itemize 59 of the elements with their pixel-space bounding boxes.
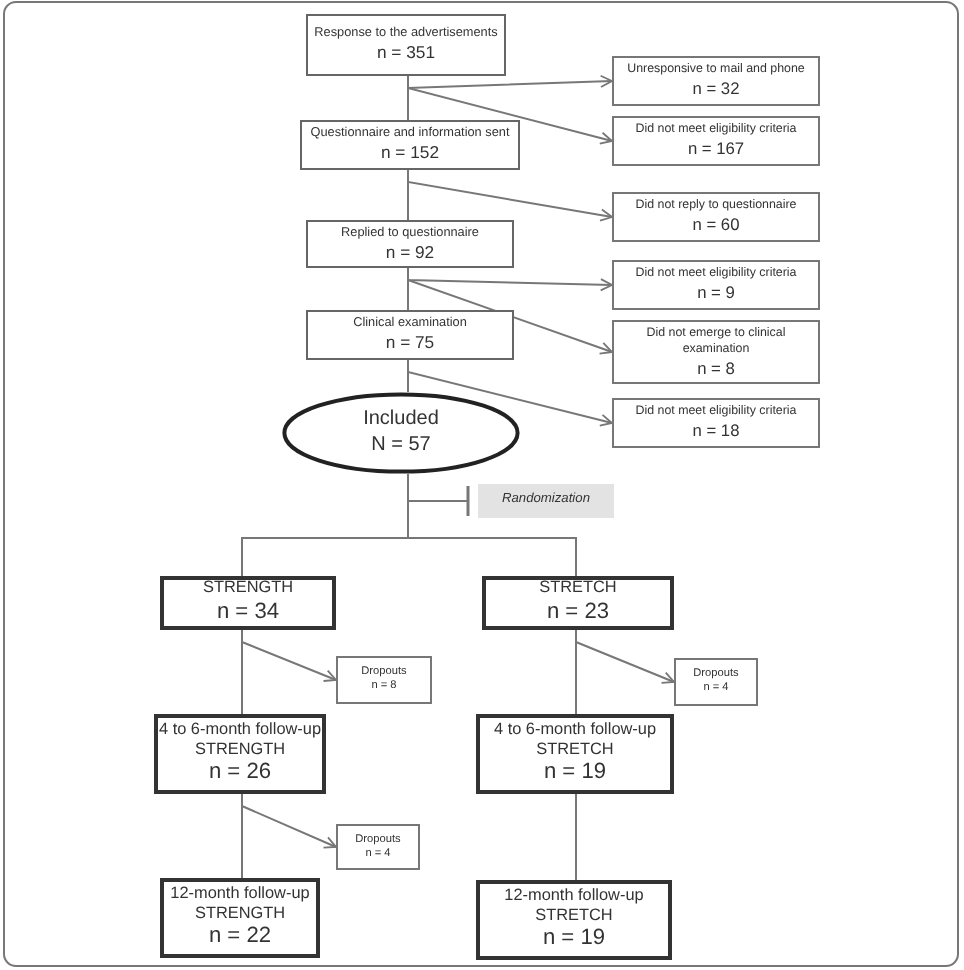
connector-line xyxy=(407,473,577,577)
oval-node xyxy=(282,392,520,474)
process-box xyxy=(306,310,514,360)
exclusion-box xyxy=(612,116,820,166)
arrow xyxy=(407,74,613,90)
randomization-box xyxy=(478,484,614,518)
count-text: n = 26 xyxy=(208,760,272,789)
dropout-box xyxy=(336,824,420,870)
connector-line xyxy=(407,75,409,121)
count-text: n = 18 xyxy=(692,420,740,442)
connector-line xyxy=(407,169,409,221)
group-box xyxy=(482,576,674,630)
count-text: n = 22 xyxy=(208,924,272,953)
count-text: n = 19 xyxy=(543,760,607,789)
process-box xyxy=(306,220,514,268)
count-text: n = 75 xyxy=(385,332,435,354)
count-text: n = 32 xyxy=(692,78,740,100)
group-box xyxy=(160,576,336,630)
box-title: 12-month follow-up xyxy=(504,885,644,907)
dropout-box xyxy=(336,656,432,704)
process-box xyxy=(300,120,520,170)
connector-line xyxy=(241,629,243,715)
count-text: n = 34 xyxy=(216,599,280,628)
box-title: STRENGTH xyxy=(194,904,286,925)
connector-line xyxy=(575,629,577,715)
exclusion-box xyxy=(612,192,820,242)
connector-line xyxy=(407,359,409,393)
exclusion-box xyxy=(612,320,820,384)
exclusion-box xyxy=(612,56,820,106)
connector-line xyxy=(575,793,577,881)
count-text: n = 351 xyxy=(376,42,436,64)
box-title: 4 to 6-month follow-up xyxy=(158,719,321,741)
group-box xyxy=(160,878,320,958)
count-text: n = 9 xyxy=(697,282,735,304)
box-title: STRENGTH xyxy=(194,740,286,761)
count-text: n = 19 xyxy=(542,926,606,955)
process-box xyxy=(306,14,506,76)
group-box xyxy=(476,880,672,960)
count-text: n = 167 xyxy=(687,138,745,160)
count-text: n = 23 xyxy=(546,599,610,628)
exclusion-box xyxy=(612,398,820,448)
group-box xyxy=(476,714,674,794)
box-title: Included xyxy=(363,408,439,433)
box-title: STRETCH xyxy=(539,578,617,600)
group-box xyxy=(154,714,326,794)
count-text: n = 60 xyxy=(692,214,740,236)
connector-line xyxy=(241,793,243,879)
box-title: STRETCH xyxy=(535,906,613,927)
box-title: 4 to 6-month follow-up xyxy=(493,719,656,741)
count-text: n = 152 xyxy=(380,142,440,164)
count-text: N = 57 xyxy=(371,433,431,458)
connector-line xyxy=(407,267,409,311)
dropout-box xyxy=(674,658,758,706)
box-title: STRENGTH xyxy=(202,578,294,600)
count-text: n = 92 xyxy=(385,241,435,263)
box-title: 12-month follow-up xyxy=(170,883,310,905)
exclusion-box xyxy=(612,260,820,310)
box-title: STRETCH xyxy=(536,740,614,761)
count-text: n = 8 xyxy=(697,357,735,378)
